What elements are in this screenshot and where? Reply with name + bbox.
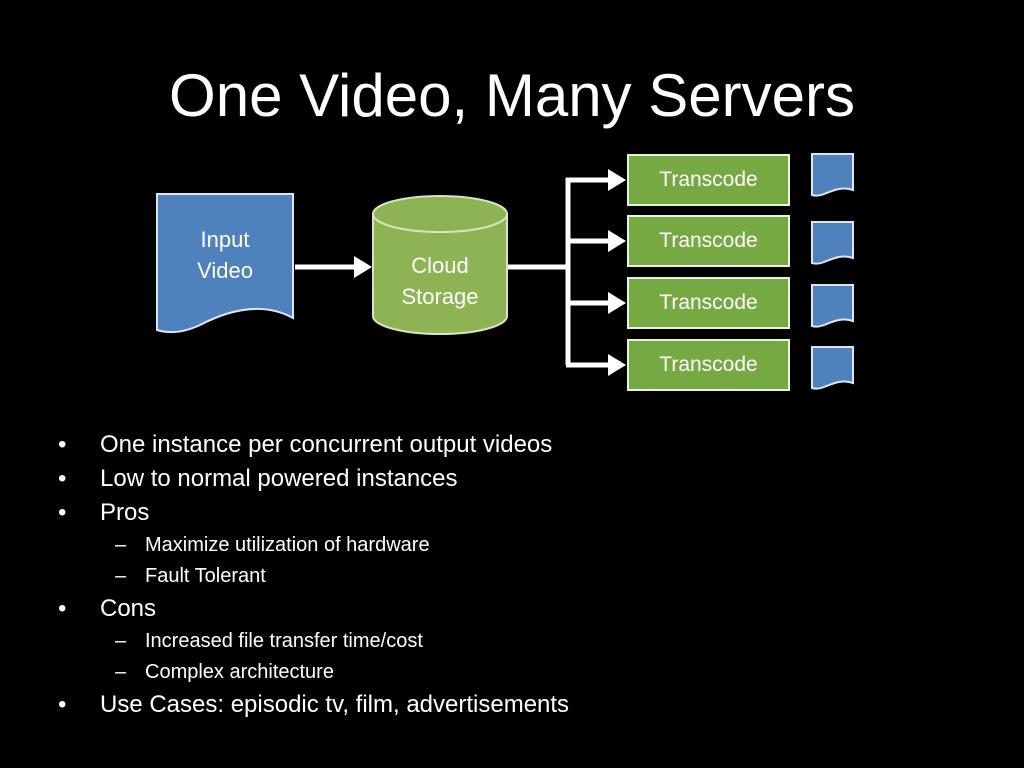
bullet-marker: • (58, 499, 67, 526)
branch-connector (508, 177, 610, 368)
bullet-item: • Pros (58, 496, 998, 530)
bullet-marker: • (58, 431, 67, 458)
output-document-2 (811, 221, 854, 265)
bullet-marker: • (58, 465, 67, 492)
output-document-4 (811, 346, 854, 390)
bullet-text: Pros (100, 499, 150, 526)
transcode-box-4: Transcode (627, 339, 790, 391)
bullet-text: Use Cases: episodic tv, film, advertisem… (100, 691, 570, 718)
arrow-input-to-storage (295, 256, 372, 278)
bullet-text: One instance per concurrent output video… (100, 431, 553, 458)
sub-bullet-text: Maximize utilization of hardware (145, 534, 430, 556)
sub-bullet-item: –Fault Tolerant (58, 561, 998, 592)
sub-bullet-text: Fault Tolerant (145, 565, 266, 587)
bullet-item: • One instance per concurrent output vide… (58, 428, 998, 462)
output-document-3 (811, 284, 854, 328)
transcode-box-2: Transcode (627, 215, 790, 267)
sub-bullet-item: –Complex architecture (58, 657, 998, 688)
sub-bullet-text: Complex architecture (145, 661, 334, 683)
bullet-item: • Cons (58, 592, 998, 626)
cloud-storage-label: Cloud Storage (372, 250, 508, 312)
sub-bullet-marker: – (115, 534, 127, 556)
bullet-marker: • (58, 691, 67, 718)
input-video-label-line2: Video (197, 258, 253, 283)
input-video-label-line1: Input (200, 227, 250, 252)
input-video-label: Input Video (158, 224, 292, 286)
input-video-document (156, 193, 294, 334)
architecture-diagram (156, 153, 854, 390)
transcode-label: Transcode (659, 291, 758, 314)
cloud-storage-cylinder (372, 195, 508, 335)
sub-bullet-item: –Increased file transfer time/cost (58, 626, 998, 657)
bullet-text: Low to normal powered instances (100, 465, 458, 492)
sub-bullet-marker: – (115, 661, 127, 683)
sub-bullet-text: Increased file transfer time/cost (145, 630, 423, 652)
transcode-label: Transcode (659, 353, 758, 376)
transcode-label: Transcode (659, 168, 758, 191)
bullet-list: • One instance per concurrent output vide… (58, 428, 998, 722)
bullet-text: Cons (100, 595, 157, 622)
sub-bullet-item: –Maximize utilization of hardware (58, 530, 998, 561)
transcode-box-1: Transcode (627, 154, 790, 206)
bullet-marker: • (58, 595, 67, 622)
sub-bullet-marker: – (115, 630, 127, 652)
bullet-item: • Use Cases: episodic tv, film, advertise… (58, 688, 998, 722)
cloud-storage-label-line2: Storage (401, 284, 479, 309)
branch-arrowheads (608, 169, 626, 376)
output-document-1 (811, 153, 854, 197)
transcode-label: Transcode (659, 229, 758, 252)
transcode-box-3: Transcode (627, 277, 790, 329)
cloud-storage-label-line1: Cloud (411, 253, 469, 278)
sub-bullet-marker: – (115, 565, 127, 587)
slide-title: One Video, Many Servers (169, 62, 855, 129)
output-documents (811, 153, 854, 390)
bullet-item: • Low to normal powered instances (58, 462, 998, 496)
